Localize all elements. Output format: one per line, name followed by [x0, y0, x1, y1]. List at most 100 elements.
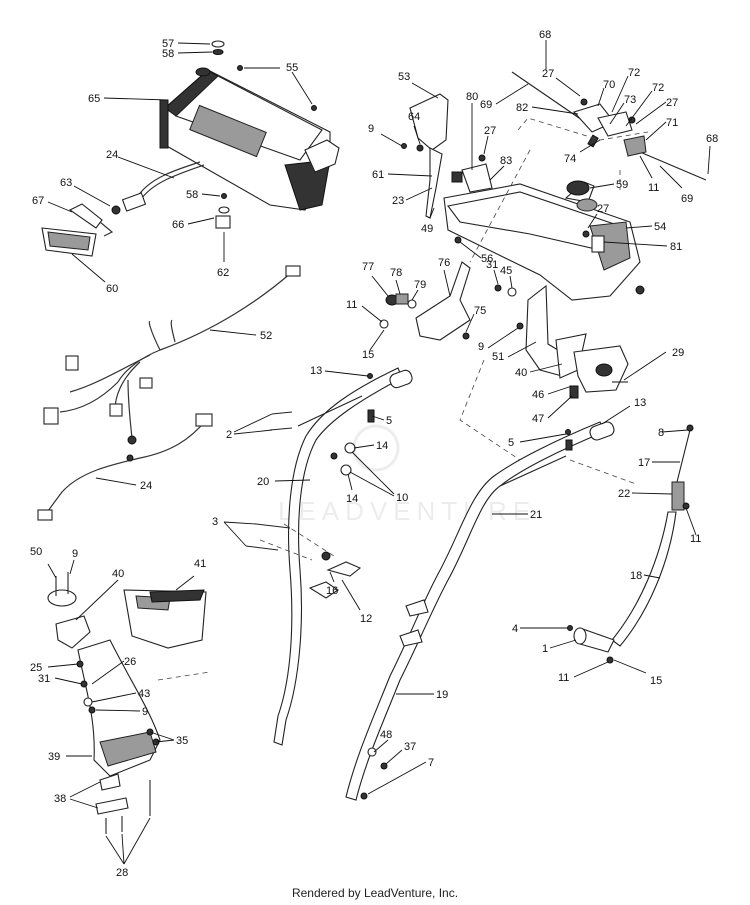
callout-52: 52: [260, 330, 272, 342]
callout-65: 65: [88, 93, 100, 105]
callout-11: 11: [648, 182, 659, 194]
callout-9: 9: [478, 341, 484, 353]
callout-40: 40: [112, 568, 124, 580]
callout-83: 83: [500, 155, 512, 167]
callout-74: 74: [564, 153, 576, 165]
callout-5: 5: [508, 437, 514, 449]
callout-51: 51: [492, 351, 504, 363]
callout-13: 13: [634, 397, 646, 409]
callout-77: 77: [362, 261, 374, 273]
callout-9: 9: [72, 548, 78, 560]
callout-63: 63: [60, 177, 72, 189]
callout-13: 13: [310, 365, 322, 377]
callout-78: 78: [390, 267, 402, 279]
callout-76: 76: [438, 257, 450, 269]
callout-75: 75: [474, 305, 486, 317]
callout-9: 9: [368, 123, 374, 135]
callout-68: 68: [706, 133, 718, 145]
callout-50: 50: [30, 546, 42, 558]
callout-57: 57: [162, 38, 174, 50]
callout-45: 45: [500, 265, 512, 277]
callout-46: 46: [532, 389, 544, 401]
callout-72: 72: [628, 67, 640, 79]
callout-27: 27: [484, 125, 496, 137]
callout-31: 31: [38, 673, 50, 685]
callout-31: 31: [486, 259, 498, 271]
callout-48: 48: [380, 729, 392, 741]
callout-24: 24: [106, 149, 118, 161]
callout-27: 27: [666, 97, 678, 109]
callout-61: 61: [372, 169, 384, 181]
callout-47: 47: [532, 413, 544, 425]
callout-59: 59: [616, 179, 628, 191]
callout-14: 14: [346, 493, 358, 505]
callout-27: 27: [597, 203, 609, 215]
callout-64: 64: [408, 111, 420, 123]
watermark: LEADVENTURE: [278, 424, 536, 526]
callout-11: 11: [346, 299, 357, 311]
callout-5: 5: [386, 415, 392, 427]
callout-49: 49: [421, 223, 433, 235]
callout-66: 66: [172, 219, 184, 231]
watermark-text: LEADVENTURE: [278, 496, 536, 526]
callout-37: 37: [404, 741, 416, 753]
callout-80: 80: [466, 91, 478, 103]
callout-39: 39: [48, 751, 60, 763]
callout-3: 3: [212, 516, 218, 528]
callout-22: 22: [618, 488, 630, 500]
callout-41: 41: [194, 558, 206, 570]
callout-29: 29: [672, 347, 684, 359]
callout-73: 73: [624, 94, 636, 106]
callout-35: 35: [176, 735, 188, 747]
callout-26: 26: [124, 656, 136, 668]
callout-70: 70: [603, 79, 615, 91]
callout-23: 23: [392, 195, 404, 207]
callout-14: 14: [376, 440, 388, 452]
callout-38: 38: [54, 793, 66, 805]
callout-25: 25: [30, 662, 42, 674]
callout-24: 24: [140, 480, 152, 492]
callout-1: 1: [542, 643, 548, 655]
callout-20: 20: [257, 476, 269, 488]
callout-2: 2: [226, 429, 232, 441]
callout-27: 27: [542, 68, 554, 80]
callout-labels: 57 58 55 65 24 63 67 58 66 62 60 52 24 6…: [30, 29, 718, 879]
callout-55: 55: [286, 62, 298, 74]
callout-8: 8: [658, 427, 664, 439]
callout-69: 69: [681, 193, 693, 205]
callout-62: 62: [217, 267, 229, 279]
callout-69: 69: [480, 99, 492, 111]
callout-56: 56: [481, 253, 493, 265]
callout-79: 79: [414, 279, 426, 291]
callout-21: 21: [530, 509, 542, 521]
callout-58: 58: [186, 189, 198, 201]
callout-18: 18: [630, 570, 642, 582]
callout-16: 16: [326, 585, 338, 597]
callout-28: 28: [116, 867, 128, 879]
dash-housing-65: [159, 67, 340, 211]
callout-11: 11: [690, 533, 701, 545]
leader-lines: [47, 40, 711, 865]
callout-40: 40: [515, 367, 527, 379]
callout-19: 19: [436, 689, 448, 701]
callout-67: 67: [32, 195, 44, 207]
callout-11: 11: [558, 672, 569, 684]
callout-10: 10: [396, 492, 408, 504]
callout-72: 72: [652, 82, 664, 94]
callout-58: 58: [162, 48, 174, 60]
callout-4: 4: [512, 623, 518, 635]
callout-15: 15: [362, 349, 374, 361]
callout-71: 71: [666, 117, 678, 129]
part-drawings: [37, 40, 707, 834]
callout-54: 54: [654, 221, 666, 233]
footer-credit: Rendered by LeadVenture, Inc.: [291, 886, 459, 900]
callout-43: 43: [138, 688, 150, 700]
callout-82: 82: [516, 102, 528, 114]
callout-17: 17: [638, 457, 650, 469]
callout-53: 53: [398, 71, 410, 83]
callout-60: 60: [106, 283, 118, 295]
callout-15: 15: [650, 675, 662, 687]
callout-7: 7: [428, 757, 434, 769]
callout-81: 81: [670, 241, 682, 253]
